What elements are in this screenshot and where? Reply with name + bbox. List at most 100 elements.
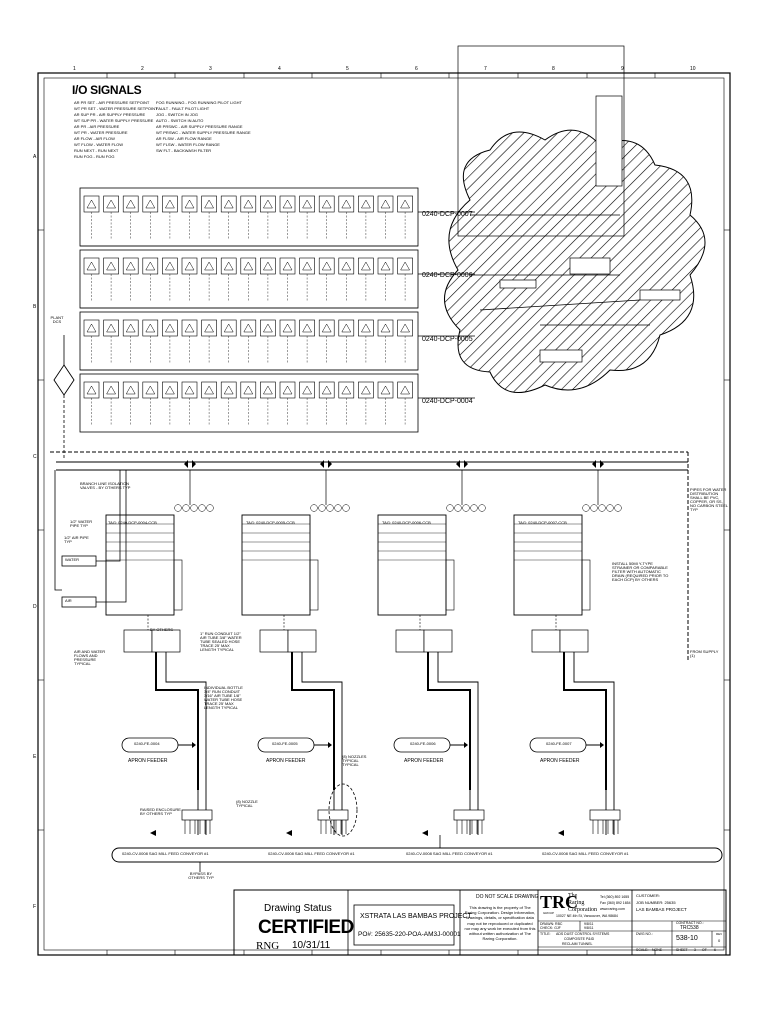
signal-item: AR PR SET - AIR PRESSURE SETPOINT [74,100,150,105]
nozzle-manifold [181,809,213,821]
signal-symbol [302,323,313,333]
signal-symbol [223,261,234,271]
grid-column-label: 8 [552,66,555,72]
water-box-label: WATER [65,557,79,562]
plant-dcs-label: PLANT DCS [50,315,64,324]
grid-row-label: D [33,604,37,610]
signal-symbol [282,199,293,209]
signal-symbol [204,261,215,271]
signal-block [142,257,159,275]
signal-symbol [243,199,254,209]
signal-block [299,257,315,275]
grid-column-label: 2 [141,66,144,72]
feeder-arrowhead [192,742,196,748]
signal-block [103,257,119,275]
conduit-note-2: INDIVIDUAL BOTTLE 3/4" RUN CONDUIT 3/16"… [204,685,243,710]
flow-arrow [558,830,564,836]
signal-symbol [164,385,175,395]
signal-block [397,319,413,337]
signal-block [318,319,335,337]
signal-block [377,381,394,399]
company-web: www.raring.com [600,907,625,911]
cloud-detail-boxes [499,95,681,363]
company-fax: Fax (360) 892 1654 [600,901,631,905]
instrument-bubble [190,504,198,512]
drawn-date: 9/8/11 [584,922,594,926]
signal-symbol [262,323,273,333]
grid-row-label: A [33,154,37,160]
signal-symbol [400,199,411,209]
air-water-note: AIR AND WATER FLOWS AND PRESSURE TYPICAL [74,649,106,666]
dcp-box-label: TAG: 0240-DCP-0007-CCB [518,520,567,525]
company-name-2: Raring [568,900,585,906]
grid-column-label: 9 [621,66,624,72]
junction-box [423,629,453,653]
sheet-inner-border [43,77,725,951]
junction-box [259,629,289,653]
signal-block [260,381,276,399]
dcp-controller-box [241,514,311,616]
signal-item: WT FLOW - WATER FLOW [74,142,124,147]
signal-symbol [86,385,97,395]
signal-symbol [204,323,215,333]
signal-block [318,257,335,275]
conveyor-label: 0240-CV-0008 SAG MILL FEED CONVEYOR #1 [542,851,629,856]
signal-block [318,381,335,399]
signal-symbol [145,323,156,333]
dwg-number: 538-10 [676,935,698,942]
signal-block [83,195,100,213]
signal-block [338,319,355,337]
signal-block [240,319,257,337]
signal-block [358,257,374,275]
signal-block [279,257,296,275]
by-others-note: BY OTHERS [150,627,174,632]
signal-block [103,319,119,337]
signal-block [240,381,257,399]
instrument-bubble [606,504,614,512]
signal-block [338,381,355,399]
signal-symbol [360,385,371,395]
controller-side-panel [445,559,455,611]
water-inlet-line [96,470,121,562]
title-line-1: ADS DUST CONTROL SYSTEMS [556,932,610,936]
checked-label: CHECK: GJF [540,926,561,930]
signal-block [260,319,276,337]
scale-value: NONE [652,948,663,952]
io-signals-title: I/O SIGNALS [72,83,142,97]
signal-block [397,257,413,275]
raised-enclosure-note: RAISED ENCLOSURE BY OTHERS TYP [140,807,181,816]
signal-symbol [106,261,117,271]
signal-block [318,195,335,213]
water-pipe-note: 1/2" WATER PIPE TYP [70,519,93,528]
signal-symbol [184,199,195,209]
signal-symbol [164,199,175,209]
signal-symbol [302,261,313,271]
junction-box [287,629,317,653]
signal-symbol [106,385,117,395]
apron-tag: 0240-FE-0007 [546,741,572,746]
sheet-label: SHEET [676,948,688,952]
sheet-number: 3 [694,948,696,952]
conveyor-label: 0240-CV-0008 SAG MILL FEED CONVEYOR #1 [268,851,355,856]
contract-number: TRC538 [680,925,699,931]
install-filter-note: INSTALL 50MI Y-TYPE STRAINER OR COMPARAB… [612,561,669,582]
signal-block [260,257,276,275]
dcp-controller-box [105,514,175,616]
signal-symbol [341,199,352,209]
signal-item: WT PRSWC - WATER SUPPLY PRESSURE RANGE [156,130,251,135]
feeder-arrowhead [328,742,332,748]
nozzle-manifold [317,809,349,821]
sag-mill-feed-conveyor [111,847,723,863]
signal-symbol [204,385,215,395]
dcp-drops [105,460,622,837]
instrument-bubble [310,504,318,512]
conduit-run [427,652,471,790]
signal-item: AR SUP PR - AIR SUPPLY PRESSURE [74,112,146,117]
from-supply-note: FROM SUPPLY (1) [690,649,719,658]
signal-symbol [341,385,352,395]
signal-block [338,257,355,275]
signal-block [181,319,198,337]
signal-block [299,195,315,213]
signal-symbol [321,199,332,209]
signal-symbol [400,261,411,271]
